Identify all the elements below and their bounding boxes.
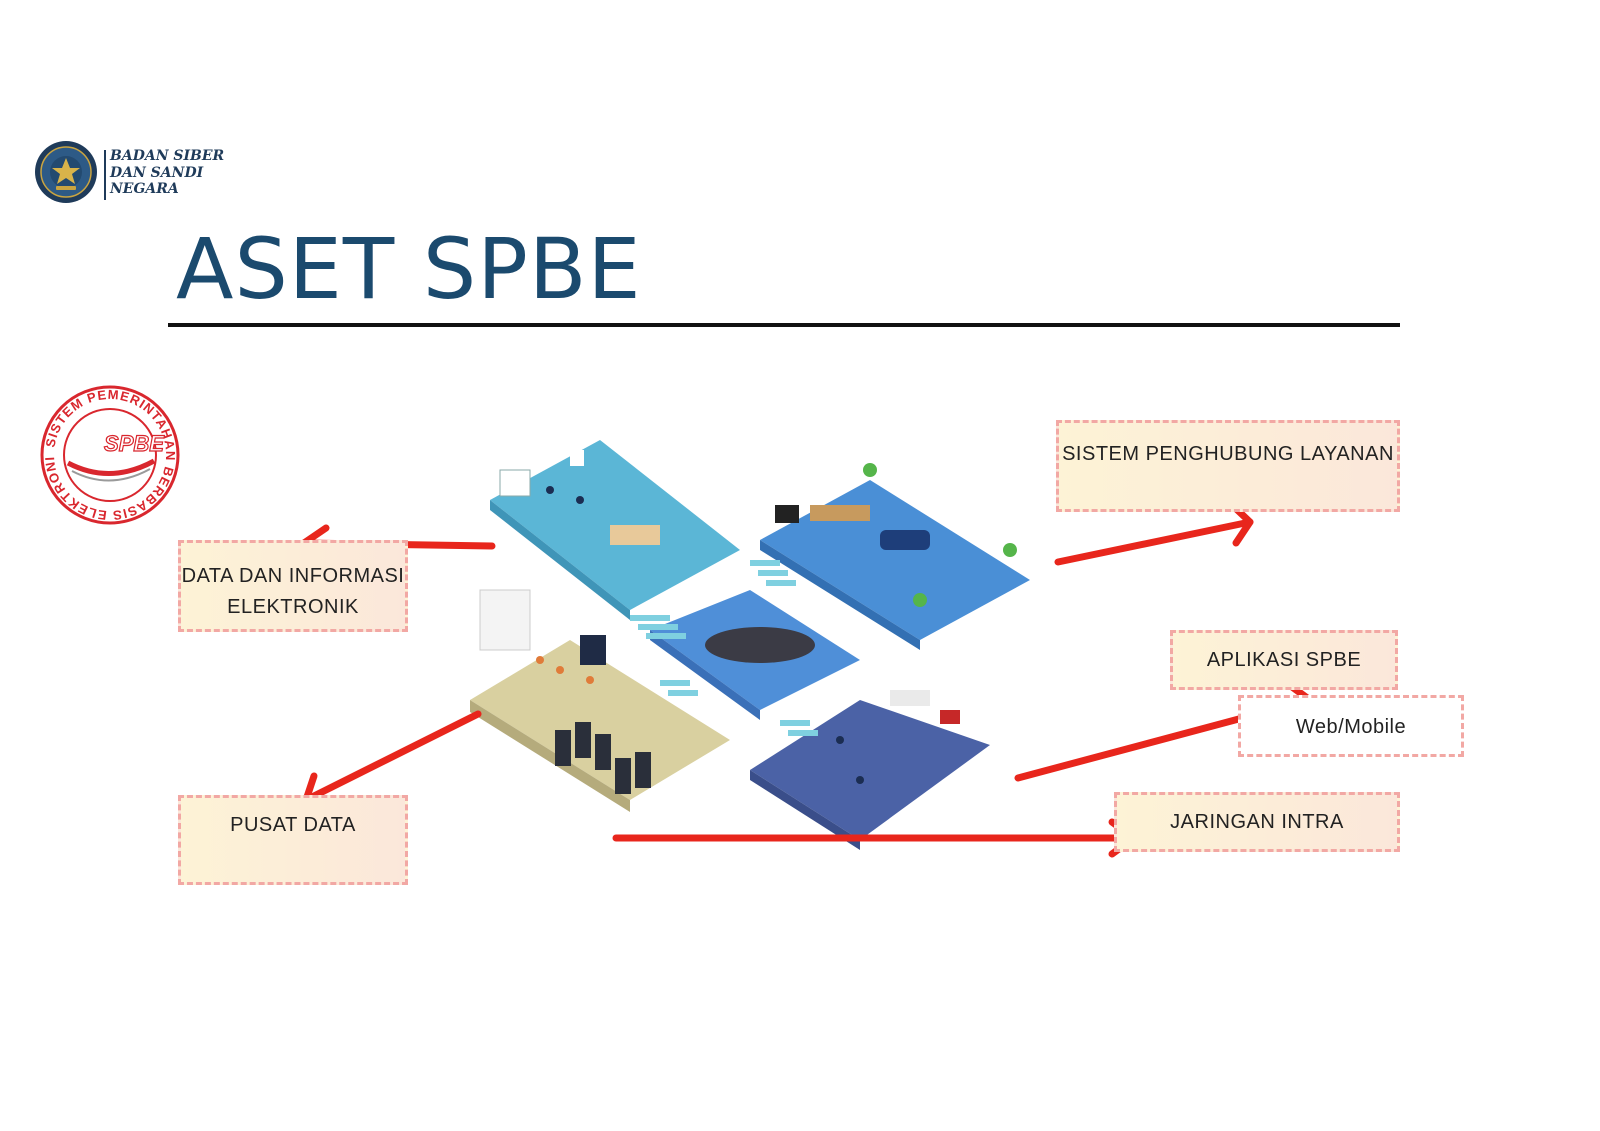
label-jaringan-intra: JARINGAN INTRA <box>1114 792 1400 852</box>
title-divider <box>168 323 1400 327</box>
bssn-logo: BADAN SIBER DAN SANDI NEGARA <box>34 140 224 210</box>
org-name-line: NEGARA <box>110 181 179 197</box>
spbe-logo: SISTEM PEMERINTAHAN BERBASIS ELEKTRONIK … <box>38 385 180 525</box>
label-text: Web/Mobile <box>1295 716 1407 738</box>
label-data-informasi: DATA DAN INFORMASI ELEKTRONIK <box>178 540 408 632</box>
org-name: BADAN SIBER DAN SANDI NEGARA <box>110 148 224 198</box>
bssn-seal-icon <box>35 141 97 203</box>
label-web-mobile: Web/Mobile <box>1238 695 1464 757</box>
isometric-office-illustration <box>470 440 1030 850</box>
arrow-to-sistem <box>1054 518 1254 566</box>
label-sistem-penghubung: SISTEM PENGHUBUNG LAYANAN <box>1056 420 1400 512</box>
org-name-line: DAN SANDI <box>110 164 204 181</box>
label-text: DATA DAN INFORMASI <box>181 565 405 587</box>
label-text: ELEKTRONIK <box>227 596 359 618</box>
spbe-mark: SPBE <box>104 431 165 456</box>
page-title: ASET SPBE <box>176 220 642 318</box>
label-text: PUSAT DATA <box>230 814 356 836</box>
label-aplikasi-spbe: APLIKASI SPBE <box>1170 630 1398 690</box>
label-text: APLIKASI SPBE <box>1206 649 1362 671</box>
label-text: JARINGAN INTRA <box>1170 811 1344 833</box>
org-name-line: BADAN SIBER <box>110 148 225 164</box>
label-pusat-data: PUSAT DATA <box>178 795 408 885</box>
logo-divider <box>104 150 106 200</box>
arrow-to-pusat <box>302 710 482 804</box>
label-text: SISTEM PENGHUBUNG LAYANAN <box>1062 443 1394 465</box>
